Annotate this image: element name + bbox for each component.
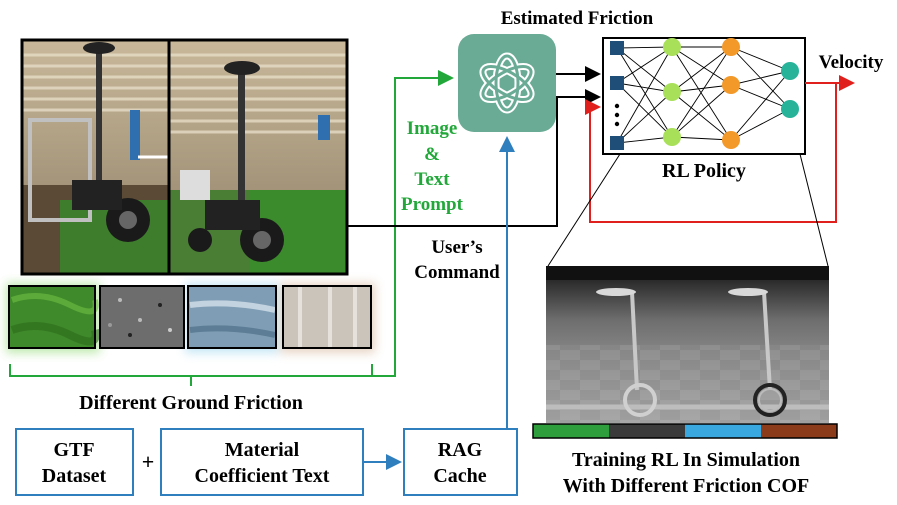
svg-text:With Different Friction COF: With Different Friction COF [563, 475, 809, 497]
rag-cache-box: RAG Cache [403, 428, 518, 496]
feedback-loop-arrow [585, 83, 837, 223]
zoom-line-right [799, 153, 829, 267]
robot-photo-frame [20, 38, 349, 276]
openai-logo-icon [458, 34, 556, 132]
users-command-label: User’s Command [414, 237, 500, 283]
svg-text:Coefficient Text: Coefficient Text [195, 465, 330, 487]
svg-text:RAG: RAG [438, 439, 483, 461]
plus-sign: + [142, 449, 155, 474]
robot-photo-left: ? [22, 40, 206, 274]
svg-text:Command: Command [414, 262, 500, 283]
material-coefficient-box: Material Coefficient Text [160, 428, 364, 496]
svg-text:Material: Material [225, 439, 300, 461]
training-caption: Training RL In Simulation With Different… [563, 449, 809, 497]
tiles-bracket [9, 364, 373, 377]
texture-gravel [100, 286, 184, 348]
svg-text:Cache: Cache [433, 465, 486, 487]
simulation-view [546, 266, 829, 423]
friction-color-bar [532, 423, 838, 439]
gtf-dataset-box: GTF Dataset [15, 428, 134, 496]
users-command-arrow [347, 89, 601, 227]
ground-texture-tiles [6, 283, 375, 353]
svg-text:Prompt: Prompt [401, 194, 464, 215]
texture-tile [283, 286, 371, 348]
estimated-friction-label: Estimated Friction [501, 8, 654, 29]
svg-text:Dataset: Dataset [42, 465, 107, 487]
texture-ice [188, 286, 276, 348]
svg-text:Training RL In Simulation: Training RL In Simulation [572, 449, 800, 471]
robot-photo-right [169, 40, 347, 274]
image-text-prompt-label: Image & Text Prompt [401, 118, 464, 215]
svg-text:Text: Text [414, 169, 450, 190]
rl-policy-network [602, 37, 806, 155]
different-ground-friction-label: Different Ground Friction [79, 392, 303, 414]
svg-text:Image: Image [407, 118, 458, 139]
svg-text:GTF: GTF [53, 439, 94, 461]
svg-text:User’s: User’s [431, 237, 482, 258]
zoom-line-left [547, 153, 621, 267]
velocity-label: Velocity [819, 52, 884, 73]
rl-policy-label: RL Policy [662, 160, 746, 182]
svg-text:&: & [424, 144, 440, 165]
